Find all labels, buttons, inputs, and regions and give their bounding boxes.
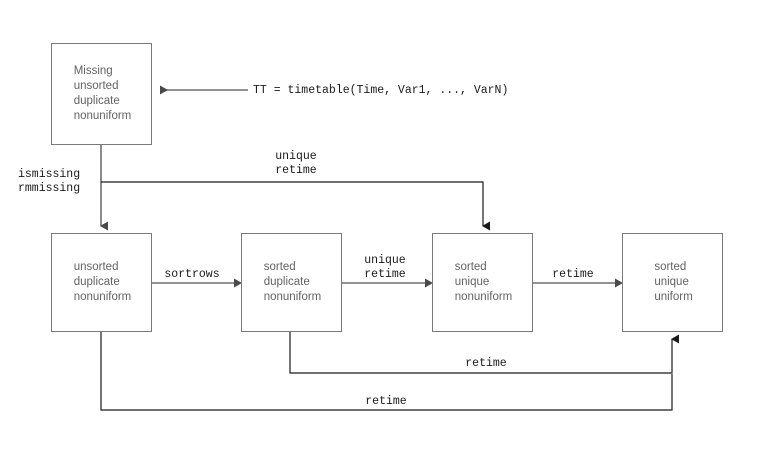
box-label: sorted unique nonuniform bbox=[454, 261, 513, 303]
label-unique-retime-mid: unique retime bbox=[364, 254, 406, 281]
label-retime-right: retime bbox=[552, 268, 594, 281]
box-label: sorted duplicate nonuniform bbox=[263, 261, 322, 303]
box-label: unsorted duplicate nonuniform bbox=[73, 261, 132, 303]
label-unique-retime-top: unique retime bbox=[275, 150, 317, 177]
box-unsorted-duplicate-nonuniform: unsorted duplicate nonuniform bbox=[51, 233, 152, 332]
box-sorted-unique-uniform: sorted unique uniform bbox=[622, 233, 723, 332]
box-label: Missing unsorted duplicate nonuniform bbox=[73, 65, 132, 122]
box-missing-unsorted-duplicate-nonuniform: Missing unsorted duplicate nonuniform bbox=[51, 43, 152, 145]
label-timetable-constructor: TT = timetable(Time, Var1, ..., VarN) bbox=[253, 84, 509, 97]
label-ismissing-rmmissing: ismissing rmmissing bbox=[18, 168, 81, 195]
box-sorted-duplicate-nonuniform: sorted duplicate nonuniform bbox=[241, 233, 342, 332]
label-retime-feedback-upper: retime bbox=[465, 357, 507, 370]
box-sorted-unique-nonuniform: sorted unique nonuniform bbox=[432, 233, 533, 332]
label-retime-feedback-lower: retime bbox=[365, 395, 407, 408]
label-sortrows: sortrows bbox=[164, 268, 220, 281]
box-label: sorted unique uniform bbox=[654, 261, 693, 303]
